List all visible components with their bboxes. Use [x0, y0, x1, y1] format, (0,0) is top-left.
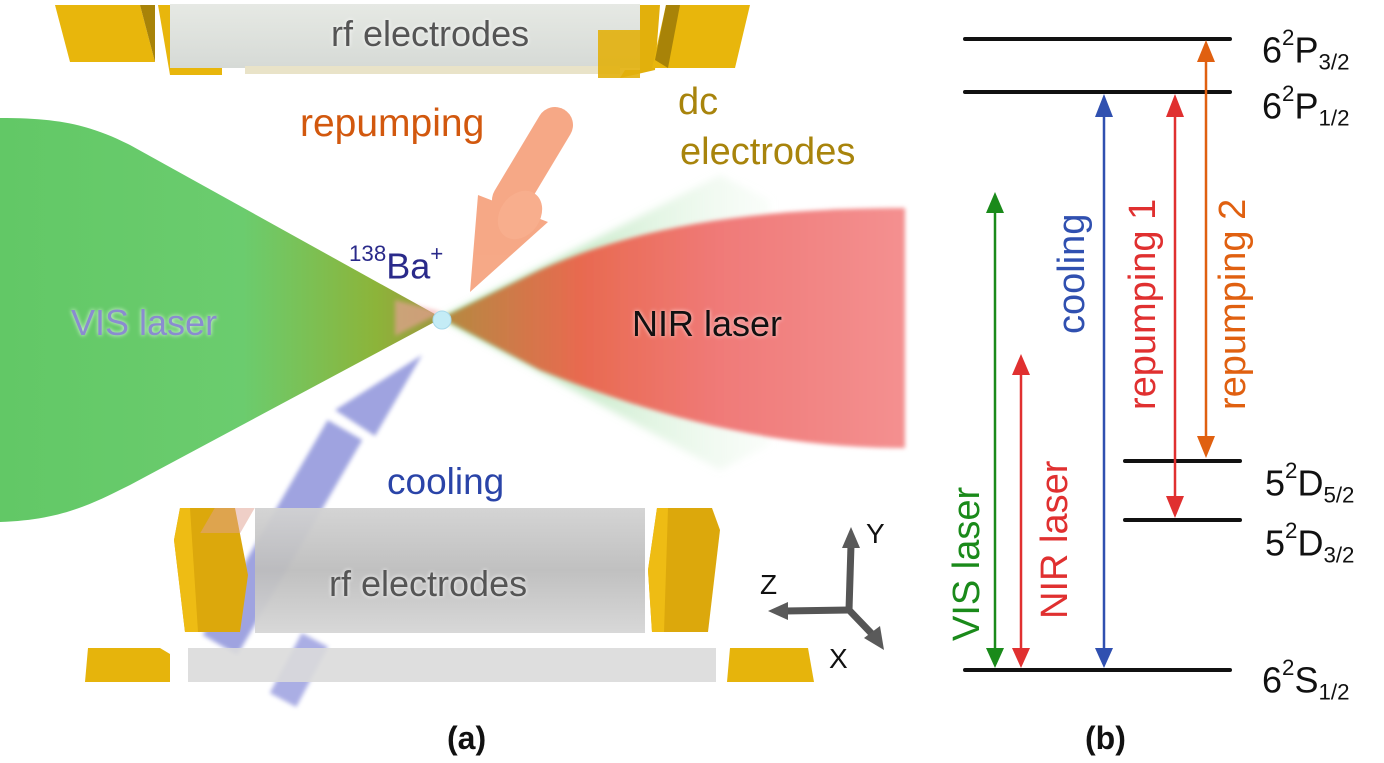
repumping-label: repumping — [300, 102, 485, 145]
level-label-5D52: 52D5/2 — [1265, 458, 1355, 508]
repumping-1-transition-arrow — [1166, 94, 1184, 518]
panel-b-caption: (b) — [1085, 720, 1126, 756]
dc-electrodes-label-line2: electrodes — [680, 131, 856, 173]
repumping-2-transition-arrow — [1197, 40, 1215, 458]
rf-electrodes-bottom-label: rf electrodes — [329, 563, 528, 604]
repumping-beam-arrow — [470, 107, 573, 292]
panel-a-caption: (a) — [447, 720, 487, 756]
cooling-label: cooling — [387, 461, 505, 502]
level-label-6P12: 62P1/2 — [1262, 81, 1350, 131]
rf-electrode-top — [55, 4, 750, 78]
coordinate-axes — [768, 527, 884, 650]
vis-laser-transition-arrow — [986, 192, 1004, 668]
vis-laser-beam — [0, 118, 442, 522]
ion-charge: + — [430, 241, 444, 266]
panel-a — [0, 4, 905, 708]
axis-x-label: X — [829, 643, 848, 674]
level-label-5D32: 52D3/2 — [1265, 518, 1355, 568]
ion-label: 138Ba+ — [349, 241, 444, 287]
repumping-1-transition-label: repumping 1 — [1122, 198, 1164, 410]
vis-laser-transition-label: VIS laser — [946, 486, 988, 641]
cooling-transition-arrow — [1095, 94, 1113, 668]
axis-z-label: Z — [760, 569, 778, 600]
vis-laser-label: VIS laser — [71, 302, 218, 343]
level-label-6S12: 62S1/2 — [1262, 655, 1350, 705]
ion-symbol: Ba — [386, 245, 431, 287]
level-label-6P32: 62P3/2 — [1262, 25, 1350, 75]
ba-ion — [432, 310, 452, 330]
nir-laser-beam — [442, 208, 905, 448]
rf-electrode-bottom — [85, 508, 814, 682]
repumping-2-transition-label: repumping 2 — [1212, 198, 1254, 410]
ion-mass-number: 138 — [349, 241, 387, 266]
dc-electrodes-label-line1: dc — [678, 81, 719, 123]
cooling-transition-label: cooling — [1051, 213, 1093, 334]
nir-laser-transition-arrow — [1012, 354, 1030, 668]
nir-laser-label: NIR laser — [632, 303, 783, 344]
nir-laser-transition-label: NIR laser — [1034, 460, 1076, 619]
rf-electrodes-top-label: rf electrodes — [331, 13, 530, 54]
panel-b-level-diagram — [963, 37, 1242, 672]
axis-y-label: Y — [866, 518, 885, 549]
